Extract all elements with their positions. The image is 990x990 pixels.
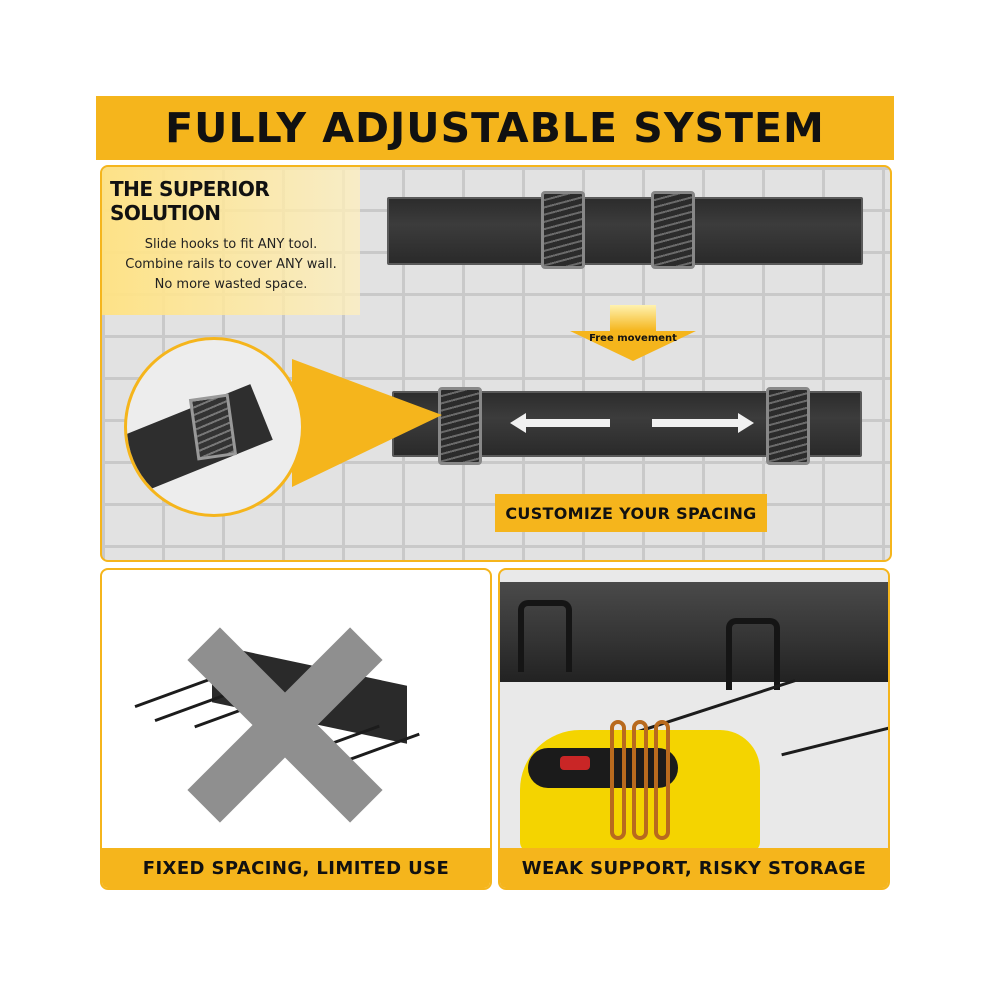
adjustable-system-panel: THE SUPERIOR SOLUTION Slide hooks to fit… bbox=[100, 165, 892, 562]
hook-closeup bbox=[188, 393, 238, 461]
sliding-hook bbox=[438, 387, 482, 465]
double-arrow-icon bbox=[522, 419, 610, 427]
hook-closeup-magnifier bbox=[124, 337, 304, 517]
weak-support-footer: WEAK SUPPORT, RISKY STORAGE bbox=[500, 848, 888, 888]
callout-line: Combine rails to cover ANY wall. bbox=[125, 257, 337, 272]
sliding-hook bbox=[541, 191, 585, 269]
fixed-spacing-footer: FIXED SPACING, LIMITED USE bbox=[102, 848, 490, 888]
callout-line: No more wasted space. bbox=[154, 277, 308, 292]
rail-bottom bbox=[392, 387, 862, 465]
wire-hook bbox=[518, 600, 572, 672]
callout-line: Slide hooks to fit ANY tool. bbox=[144, 237, 318, 252]
superior-solution-callout: THE SUPERIOR SOLUTION Slide hooks to fit… bbox=[102, 167, 360, 315]
wire-hook bbox=[726, 618, 780, 690]
rail-top bbox=[387, 191, 863, 269]
weak-support-panel: WEAK SUPPORT, RISKY STORAGE bbox=[498, 568, 890, 890]
weak-support-label: WEAK SUPPORT, RISKY STORAGE bbox=[521, 857, 867, 879]
banner-title: FULLY ADJUSTABLE SYSTEM bbox=[165, 104, 825, 152]
title-banner: FULLY ADJUSTABLE SYSTEM bbox=[96, 96, 894, 160]
customize-spacing-label: CUSTOMIZE YOUR SPACING bbox=[505, 503, 757, 523]
callout-lines: Slide hooks to fit ANY tool. Combine rai… bbox=[102, 235, 360, 295]
sliding-hook bbox=[766, 387, 810, 465]
zoom-pointer bbox=[292, 359, 442, 487]
customize-spacing-label-box: CUSTOMIZE YOUR SPACING bbox=[495, 494, 767, 532]
down-arrow-icon bbox=[610, 305, 656, 331]
callout-title: THE SUPERIOR SOLUTION bbox=[110, 177, 270, 225]
fixed-spacing-panel: FIXED SPACING, LIMITED USE bbox=[100, 568, 492, 890]
fixed-spacing-label: FIXED SPACING, LIMITED USE bbox=[142, 857, 450, 879]
free-movement-indicator: Free movement bbox=[570, 305, 700, 361]
cord-coil bbox=[610, 720, 626, 840]
free-movement-label: Free movement bbox=[589, 333, 677, 344]
sliding-hook bbox=[651, 191, 695, 269]
